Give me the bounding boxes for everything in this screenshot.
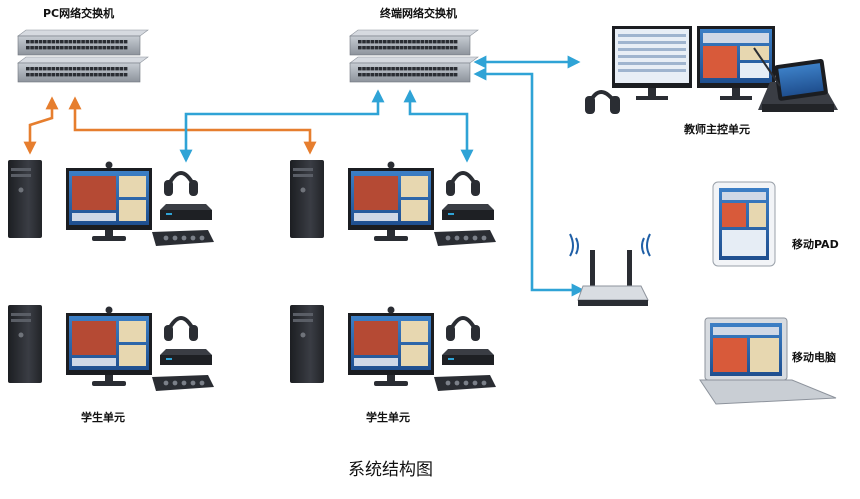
- teacher-unit-label: 教师主控单元: [684, 123, 750, 136]
- keypad-icon: [152, 375, 214, 391]
- webcam-icon: [387, 306, 395, 314]
- pc-switch-label: PC网络交换机: [43, 7, 115, 20]
- pc-tower-icon: [290, 160, 324, 238]
- headset-icon: [585, 90, 620, 114]
- headset-icon: [446, 316, 480, 341]
- terminal-box-icon: [442, 204, 494, 220]
- keypad-icon: [434, 375, 496, 391]
- terminal-box-icon: [160, 349, 212, 365]
- diagram-caption: 系统结构图: [348, 460, 433, 480]
- switch-unit: [17, 56, 149, 83]
- headset-icon: [446, 171, 480, 196]
- switch-unit: [17, 29, 149, 56]
- switch-unit: [349, 56, 479, 83]
- terminal-link-router: [473, 67, 585, 297]
- mobile-pad-label: 移动PAD: [792, 238, 839, 251]
- wireless-router-icon: [569, 233, 651, 306]
- monitor-icon: [66, 313, 152, 386]
- webcam-icon: [105, 161, 113, 169]
- student-unit-label-left: 学生单元: [81, 411, 125, 424]
- mobile-laptop-label: 移动电脑: [792, 351, 836, 364]
- terminal-network-switch: [349, 29, 479, 83]
- pc-link-left: [23, 96, 59, 155]
- pc-tower-icon: [290, 305, 324, 383]
- keypad-icon: [434, 230, 496, 246]
- pc-links: [23, 96, 317, 155]
- laptop-icon: [699, 317, 837, 405]
- keypad-icon: [152, 230, 214, 246]
- switch-unit: [349, 29, 479, 56]
- student-station-4: [290, 305, 496, 391]
- headset-icon: [164, 171, 198, 196]
- webcam-icon: [387, 161, 395, 169]
- student-unit-label-right: 学生单元: [366, 411, 410, 424]
- pc-network-switch: [17, 29, 149, 83]
- student-station-3: [8, 305, 214, 391]
- teacher-monitor-left-icon: [612, 26, 692, 100]
- monitor-icon: [348, 313, 434, 386]
- teacher-control-panel-icon: [753, 47, 838, 112]
- teacher-console: [585, 26, 838, 114]
- terminal-box-icon: [160, 204, 212, 220]
- monitor-icon: [348, 168, 434, 241]
- pc-tower-icon: [8, 305, 42, 383]
- student-station-2: [290, 160, 496, 246]
- terminal-links: [179, 55, 585, 297]
- terminal-switch-label: 终端网络交换机: [380, 7, 457, 20]
- pc-link-right: [68, 96, 317, 155]
- terminal-link-left: [179, 89, 385, 163]
- student-station-1: [8, 160, 214, 246]
- pc-tower-icon: [8, 160, 42, 238]
- monitor-icon: [66, 168, 152, 241]
- headset-icon: [164, 316, 198, 341]
- terminal-box-icon: [442, 349, 494, 365]
- webcam-icon: [105, 306, 113, 314]
- terminal-link-right: [403, 89, 474, 163]
- tablet-icon: [712, 181, 776, 267]
